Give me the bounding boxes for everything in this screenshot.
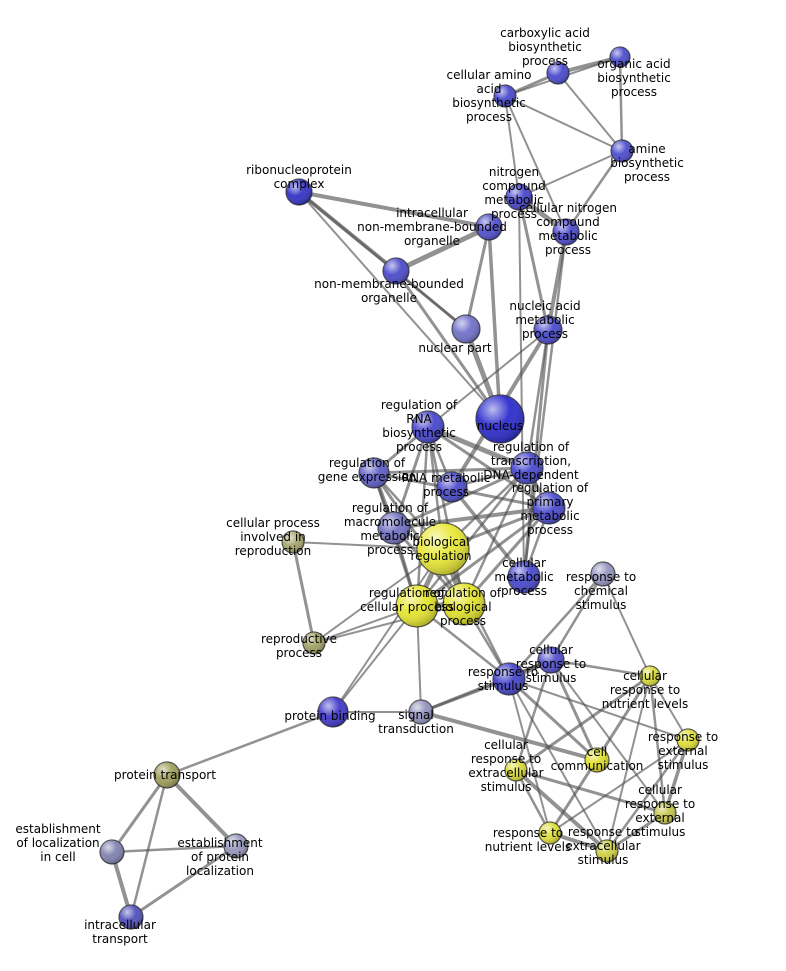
- edge-cellular-amino-acid-biosynthetic--amine-biosynthetic: [504, 95, 623, 152]
- edge-cellular-amino-acid-biosynthetic--cellular-nitrogen-compound-metabolic: [504, 95, 567, 233]
- label-protein-transport: protein transport: [114, 768, 216, 782]
- edge-regulation-transcription--regulation-gene-expression: [372, 466, 529, 475]
- edge-intracellular-nmb-organelle--nucleus: [487, 225, 502, 421]
- edge-cellular-response-nutrient--cellular-response-extracellular: [514, 674, 652, 772]
- edge-regulation-primary-metabolic--regulation-cellular-process: [415, 506, 551, 608]
- label-nucleus: nucleus: [477, 419, 523, 433]
- edge-cellular-response-nutrient--response-extracellular: [606, 675, 651, 852]
- edge-response-external--response-extracellular: [605, 738, 690, 853]
- label-protein-binding: protein binding: [284, 709, 375, 723]
- edge-nucleic-acid-metabolic--regulation-rna-biosynthetic: [427, 329, 549, 428]
- edge-response-external--cellular-response-external: [663, 738, 690, 815]
- edge-nmb-organelle--nucleus: [394, 269, 502, 421]
- edge-organic-acid-biosynthetic--amine-biosynthetic: [618, 55, 624, 153]
- edge-response-stimulus--response-extracellular: [508, 678, 608, 852]
- edge-protein-binding--protein-transport: [165, 710, 335, 777]
- edge-reproductive-process--regulation-biological-process: [313, 603, 465, 644]
- edge-ribonucleoprotein-complex--intracellular-nmb-organelle: [297, 190, 491, 229]
- node-nuclear-part[interactable]: [451, 314, 481, 344]
- edge-cellular-response-stimulus--cell-communication: [549, 658, 599, 762]
- edge-est-localization-in-cell--est-protein-localization: [110, 844, 238, 854]
- edge-response-external--response-nutrient: [549, 739, 689, 834]
- edge-ribonucleoprotein-complex--nucleus: [298, 191, 501, 420]
- edge-cellular-response-stimulus--cellular-response-external: [550, 659, 666, 814]
- edge-response-stimulus--response-nutrient: [508, 678, 551, 834]
- edge-response-stimulus--response-external: [508, 678, 689, 741]
- edge-response-chemical--cellular-response-stimulus: [549, 572, 605, 662]
- edge-cellular-response-extracellular--response-extracellular: [514, 768, 609, 853]
- edge-regulation-rna-biosynthetic--regulation-transcription: [425, 424, 530, 471]
- edge-intracellular-nmb-organelle--nmb-organelle: [393, 224, 492, 274]
- edge-cellular-response-stimulus--cellular-response-extracellular: [514, 658, 553, 772]
- edge-protein-transport--est-localization-in-cell: [110, 773, 169, 854]
- edge-nitrogen-compound-metabolic--nucleic-acid-metabolic: [517, 195, 550, 332]
- edge-regulation-rna-biosynthetic--regulation-primary-metabolic: [426, 425, 551, 510]
- node-est-localization-in-cell[interactable]: [99, 839, 125, 865]
- edges-layer: [110, 55, 690, 919]
- edge-protein-binding--biological-regulation: [332, 548, 444, 713]
- label-nuclear-part: nuclear part: [418, 341, 492, 355]
- edge-response-chemical--cellular-response-nutrient: [602, 573, 651, 677]
- edge-nitrogen-compound-metabolic--cellular-metabolic: [518, 196, 525, 578]
- edge-cellular-response-nutrient--cellular-response-external: [648, 674, 667, 815]
- edge-cellular-process-reproduction--reproductive-process: [291, 540, 316, 645]
- edge-cellular-response-stimulus--cellular-response-nutrient: [549, 658, 652, 678]
- edge-cellular-amino-acid-biosynthetic--nitrogen-compound-metabolic: [504, 95, 520, 198]
- edge-cellular-response-extracellular--cellular-response-external: [514, 768, 667, 815]
- edge-signal-transduction--cell-communication: [419, 710, 599, 762]
- edge-amine-biosynthetic--nitrogen-compound-metabolic: [518, 150, 623, 198]
- edge-intracellular-nmb-organelle--nuclear-part: [464, 225, 491, 331]
- edge-est-protein-localization--intracellular-transport: [129, 844, 238, 919]
- edge-response-chemical--response-stimulus: [507, 572, 605, 681]
- edge-amine-biosynthetic--cellular-nitrogen-compound-metabolic: [564, 149, 624, 234]
- edge-regulation-transcription--regulation-biological-process: [462, 466, 529, 606]
- edge-carboxylic-acid-biosynthetic--amine-biosynthetic: [557, 72, 623, 152]
- edge-protein-transport--intracellular-transport: [129, 773, 169, 919]
